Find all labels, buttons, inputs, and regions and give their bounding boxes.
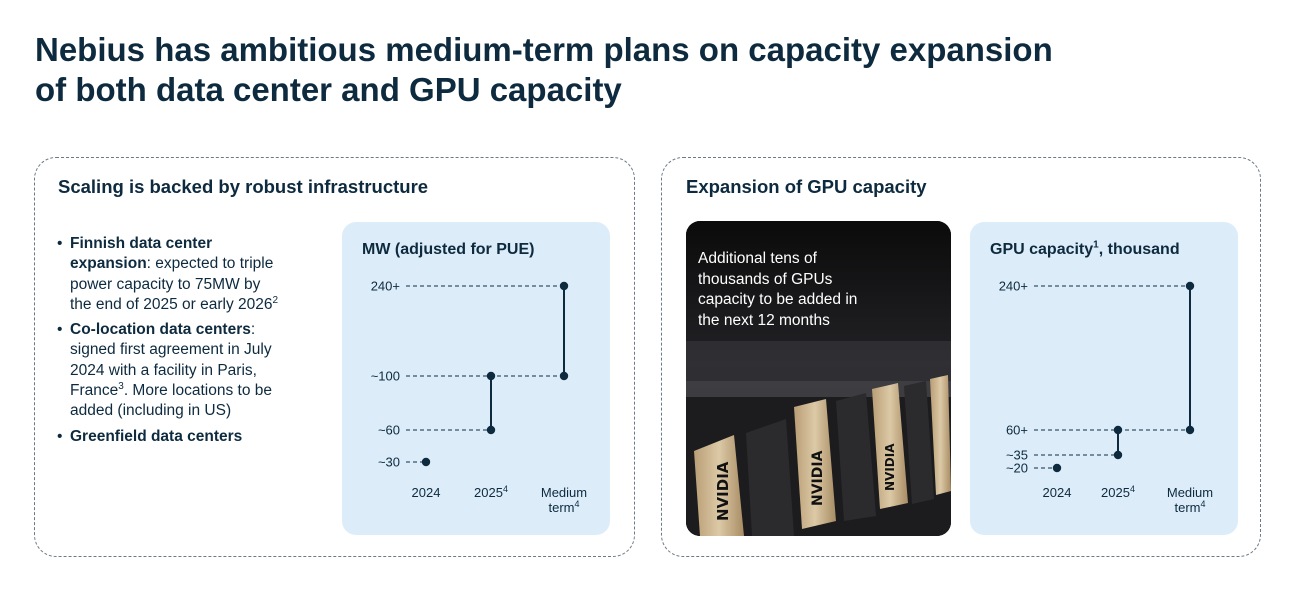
data-point xyxy=(559,371,569,381)
infrastructure-bullet-list: • Finnish data center expansion: expecte… xyxy=(57,234,282,452)
nvidia-logo-text: NVIDIA xyxy=(810,450,826,506)
page-title-line-1: Nebius has ambitious medium-term plans o… xyxy=(35,31,1053,68)
gpu-chart-title-suffix: , thousand xyxy=(1098,241,1180,258)
data-point xyxy=(486,425,496,435)
footnote-marker: 1 xyxy=(1093,239,1099,251)
gpu-server-photo: NVIDIA NVIDIA NVIDIA Additional tens of … xyxy=(686,221,951,536)
nvidia-logo-text: NVIDIA xyxy=(883,443,897,491)
category-label: 2024 xyxy=(412,485,441,500)
photo-caption: Additional tens of thousands of GPUs cap… xyxy=(698,250,858,329)
data-point xyxy=(421,457,431,467)
footnote-marker: 3 xyxy=(118,380,124,392)
data-point xyxy=(559,281,569,291)
nvidia-logo-text: NVIDIA xyxy=(714,461,732,521)
bullet-bold-text: Co-location data centers xyxy=(70,321,251,339)
bullet-colocation: • Co-location data centers: signed first… xyxy=(57,320,282,421)
bullet-text-continued: . More locations to be added (including … xyxy=(70,382,273,420)
gpu-chart-title: GPU capacity1, thousand xyxy=(990,239,1180,259)
mw-chart-title: MW (adjusted for PUE) xyxy=(362,241,535,258)
infrastructure-panel: Scaling is backed by robust infrastructu… xyxy=(34,157,635,557)
footnote-marker: 2 xyxy=(272,294,279,306)
page-title: Nebius has ambitious medium-term plans o… xyxy=(35,30,1135,110)
bullet-greenfield: • Greenfield data centers xyxy=(57,427,282,447)
bullet-bold-text: Finnish data center expansion xyxy=(70,235,213,273)
gpu-rack-illustration: NVIDIA NVIDIA NVIDIA xyxy=(686,221,951,536)
value-label: 240+ xyxy=(999,279,1028,294)
data-point xyxy=(1052,463,1062,473)
value-label: 60+ xyxy=(1006,423,1028,438)
mw-capacity-chart: MW (adjusted for PUE) ~30 ~60 ~100 240+ 2024… xyxy=(342,222,610,535)
category-label: 20254 xyxy=(1101,484,1135,500)
data-point xyxy=(1185,425,1195,435)
data-point xyxy=(1185,281,1195,291)
gpu-chart-title-main: GPU capacity xyxy=(990,241,1094,258)
category-label: 20254 xyxy=(474,484,508,500)
bullet-dot-icon: • xyxy=(57,235,63,252)
data-point xyxy=(1113,450,1123,460)
value-label: ~100 xyxy=(371,369,400,384)
infrastructure-panel-title: Scaling is backed by robust infrastructu… xyxy=(58,176,429,197)
bullet-text: : signed first agreement in July 2024 wi… xyxy=(70,321,272,400)
gpu-expansion-panel: Expansion of GPU capacity xyxy=(661,157,1261,557)
bullet-dot-icon: • xyxy=(57,321,63,339)
value-label: ~30 xyxy=(378,455,400,470)
bullet-finnish-expansion: • Finnish data center expansion: expecte… xyxy=(57,234,282,315)
bullet-bold-text: Greenfield data centers xyxy=(70,427,243,445)
data-point xyxy=(1113,425,1123,435)
gpu-capacity-chart: GPU capacity1, thousand ~20~35 60+ 240+ 202… xyxy=(970,222,1238,535)
value-label: ~20 xyxy=(1006,461,1028,476)
value-label: ~35 xyxy=(1006,448,1028,463)
category-label: 2024 xyxy=(1043,485,1072,500)
value-label: ~60 xyxy=(378,423,400,438)
bullet-dot-icon: • xyxy=(57,427,63,445)
value-label: 240+ xyxy=(371,279,400,294)
data-point xyxy=(486,371,496,381)
gpu-expansion-panel-title: Expansion of GPU capacity xyxy=(686,176,927,197)
page-title-line-2: of both data center and GPU capacity xyxy=(35,71,622,108)
bullet-text: : expected to triple power capacity to 7… xyxy=(70,255,274,313)
